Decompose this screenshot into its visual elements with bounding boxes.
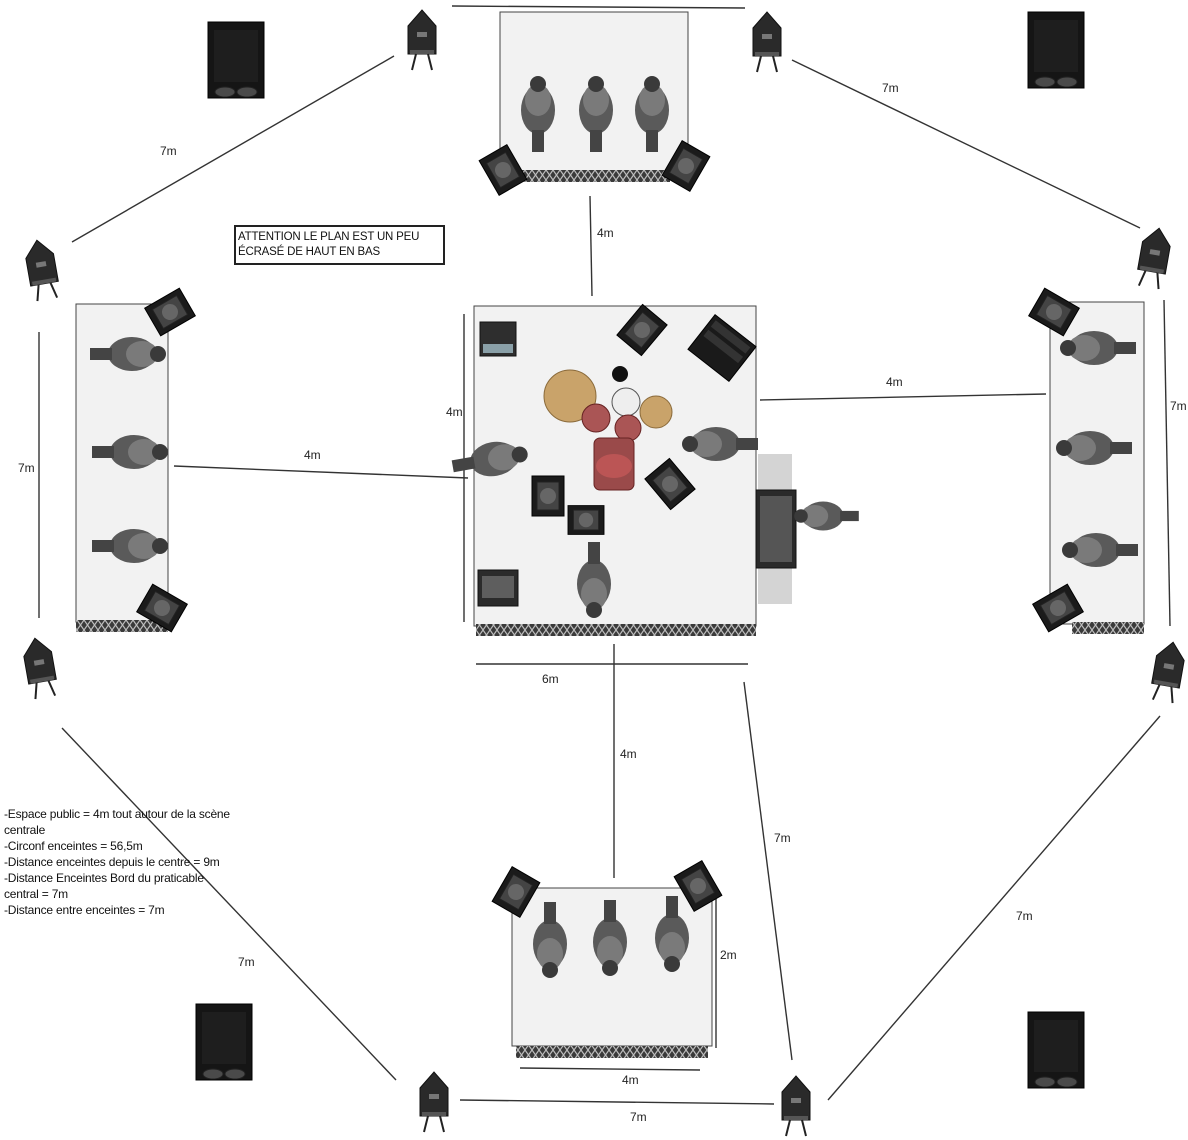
bottom-stage xyxy=(491,860,723,1058)
foh-desk xyxy=(755,454,859,604)
monitor-wedge-icon xyxy=(531,475,565,517)
dimension-labels: 7m 7m 7m 7m 7m 7m 7m 7m 4m 4m 4m 4m 4m 6… xyxy=(18,81,1187,1124)
dim-label: 4m xyxy=(622,1073,639,1087)
spec-line: -Distance enceintes depuis le centre = 9… xyxy=(4,855,220,869)
dim-label: 4m xyxy=(446,405,463,419)
dim-label: 7m xyxy=(1170,399,1187,413)
keyboard-rack-icon xyxy=(687,313,757,383)
subwoofer-icon xyxy=(1027,1011,1085,1089)
warning-note: ATTENTION LE PLAN EST UN PEU ÉCRASÉ DE H… xyxy=(234,225,445,265)
dim-label: 4m xyxy=(620,747,637,761)
dim-label: 7m xyxy=(774,831,791,845)
pa-speaker-icon xyxy=(1147,638,1188,705)
monitor-wedge-icon xyxy=(567,505,605,535)
dim-label: 6m xyxy=(542,672,559,686)
sound-engineer xyxy=(794,501,859,531)
pa-speaker-icon xyxy=(22,236,63,303)
pa-speaker-icon xyxy=(781,1075,811,1137)
dim-label: 7m xyxy=(882,81,899,95)
center-stage xyxy=(449,303,758,636)
dim-label: 4m xyxy=(304,448,321,462)
dim-label: 7m xyxy=(630,1110,647,1124)
drum-kit-icon xyxy=(543,366,673,491)
dim-label: 4m xyxy=(886,375,903,389)
top-stage xyxy=(478,11,711,196)
dim-label: 7m xyxy=(18,461,35,475)
pa-speaker-icon xyxy=(1133,224,1174,291)
dim-label: 7m xyxy=(238,955,255,969)
subwoofer-icon xyxy=(195,1003,253,1081)
pa-speaker-icon xyxy=(419,1071,449,1133)
pa-speaker-icon xyxy=(407,9,437,71)
dim-label: 4m xyxy=(597,226,614,240)
spec-notes: -Espace public = 4m tout autour de la sc… xyxy=(4,806,234,918)
right-stage xyxy=(1028,287,1145,634)
dim-label: 7m xyxy=(160,144,177,158)
spec-line: -Distance entre enceintes = 7m xyxy=(4,903,165,917)
subwoofer-icon xyxy=(1027,11,1085,89)
subwoofer-icon xyxy=(207,21,265,99)
speaker-ring-lines xyxy=(38,5,1171,1105)
spec-line: -Espace public = 4m tout autour de la sc… xyxy=(4,807,230,837)
left-stage xyxy=(75,287,196,633)
spec-line: -Distance Enceintes Bord du praticable c… xyxy=(4,871,204,901)
dim-label: 7m xyxy=(1016,909,1033,923)
dim-label: 2m xyxy=(720,948,737,962)
pa-speaker-icon xyxy=(752,11,782,73)
spec-line: -Circonf enceintes = 56,5m xyxy=(4,839,143,853)
pa-speaker-icon xyxy=(20,634,61,701)
